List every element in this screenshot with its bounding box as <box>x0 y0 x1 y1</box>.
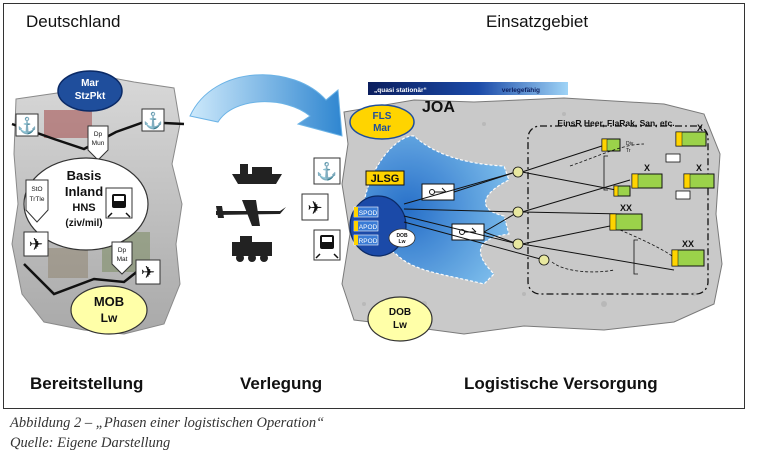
mar-stzpkt-node <box>57 70 123 112</box>
fls-mar-node <box>349 104 415 140</box>
train-icon <box>313 229 341 261</box>
anchor-icon: ⚓ <box>15 113 39 137</box>
dob-lw-node <box>367 296 433 342</box>
svg-text:„quasi stationär“: „quasi stationär“ <box>374 87 427 94</box>
supply-network-lines <box>403 143 675 271</box>
svg-text:JOA: JOA <box>422 99 455 116</box>
plane-icon: ✈ <box>301 193 329 221</box>
svg-text:EinsR Heer, FlaRak, San, etc.: EinsR Heer, FlaRak, San, etc. <box>557 118 674 128</box>
train-icon <box>105 187 133 219</box>
mob-lw-node <box>70 285 148 335</box>
svg-text:(ziv/mil): (ziv/mil) <box>65 218 102 229</box>
svg-text:Inland: Inland <box>65 184 103 199</box>
svg-text:⚓: ⚓ <box>17 116 37 135</box>
dob-lw-small-node <box>388 228 416 248</box>
dp-mat-symbol <box>111 241 133 275</box>
anchor-icon: ⚓ <box>313 157 341 185</box>
svg-text:X: X <box>696 163 702 173</box>
basis-inland-node <box>23 157 149 251</box>
svg-text:Basis: Basis <box>67 168 102 183</box>
svg-text:APOD: APOD <box>359 224 378 231</box>
svg-text:Dp: Dp <box>94 131 103 138</box>
svg-text:JLSG: JLSG <box>371 173 400 185</box>
ship-icon <box>232 164 282 184</box>
svg-text:Dp: Dp <box>118 247 127 254</box>
deployment-arrow <box>189 74 343 137</box>
svg-text:⚓: ⚓ <box>143 111 163 130</box>
stationary-mobile-bar <box>368 82 568 95</box>
svg-text:⚓: ⚓ <box>316 161 337 181</box>
svg-text:Div: Div <box>626 141 634 147</box>
svg-text:DOB: DOB <box>389 307 411 318</box>
jlsg-label-box <box>365 170 405 186</box>
plane-icon: ✈ <box>23 231 49 257</box>
svg-text:XX: XX <box>682 239 694 249</box>
svg-text:Lw: Lw <box>101 311 118 325</box>
svg-text:✈: ✈ <box>307 198 322 218</box>
figure-caption: Abbildung 2 – „Phasen einer logistischen… <box>10 415 325 431</box>
header-deutschland: Deutschland <box>26 12 121 31</box>
svg-text:RPOD: RPOD <box>359 238 378 245</box>
unit-symbol <box>683 173 715 189</box>
svg-text:Tr: Tr <box>626 148 631 154</box>
section-logistische-versorgung: Logistische Versorgung <box>464 374 658 393</box>
section-verlegung: Verlegung <box>240 374 323 393</box>
anchor-icon: ⚓ <box>141 108 165 132</box>
svg-text:✈: ✈ <box>29 235 43 254</box>
diagram-frame: Deutschland Einsatzgebiet <box>3 3 745 409</box>
svg-text:StzPkt: StzPkt <box>75 91 106 102</box>
unit-symbol <box>671 249 705 267</box>
svg-text:StO: StO <box>31 186 42 193</box>
figure-source: Quelle: Eigene Darstellung <box>10 435 171 451</box>
svg-text:✈: ✈ <box>141 263 155 282</box>
svg-text:Mar: Mar <box>373 123 391 134</box>
diagram-canvas: Mar StzPkt ⚓ ⚓ Dp Mun Basis Inland HNS (… <box>11 70 723 342</box>
svg-text:FLS: FLS <box>373 111 392 122</box>
svg-text:Mar: Mar <box>81 78 99 89</box>
svg-text:MOB: MOB <box>94 294 124 309</box>
svg-text:verlegefähig: verlegefähig <box>502 87 540 94</box>
unit-symbol <box>631 173 663 189</box>
svg-text:Mun: Mun <box>92 140 105 147</box>
svg-text:Lw: Lw <box>393 320 407 331</box>
svg-text:TrTle: TrTle <box>30 196 45 203</box>
plane-icon: ✈ <box>135 259 161 285</box>
section-bereitstellung: Bereitstellung <box>30 374 144 393</box>
svg-text:X: X <box>697 123 703 133</box>
einsr-area <box>527 125 709 295</box>
dp-mun-symbol <box>87 125 109 161</box>
svg-text:HNS: HNS <box>72 202 95 214</box>
sto-trtle-symbol <box>25 179 49 223</box>
svg-text:XX: XX <box>620 203 632 213</box>
aircraft-icon <box>216 200 286 226</box>
svg-text:X: X <box>644 163 650 173</box>
unit-symbol <box>613 185 631 197</box>
svg-text:DOB: DOB <box>396 233 408 239</box>
header-einsatzgebiet: Einsatzgebiet <box>486 12 589 31</box>
unit-symbol <box>609 213 643 231</box>
unit-symbol <box>601 138 621 152</box>
svg-text:SPOD: SPOD <box>359 210 378 217</box>
locomotive-icon <box>232 236 272 262</box>
svg-text:Lw: Lw <box>399 239 406 245</box>
svg-text:Mat: Mat <box>117 256 128 263</box>
unit-symbol <box>675 131 707 147</box>
